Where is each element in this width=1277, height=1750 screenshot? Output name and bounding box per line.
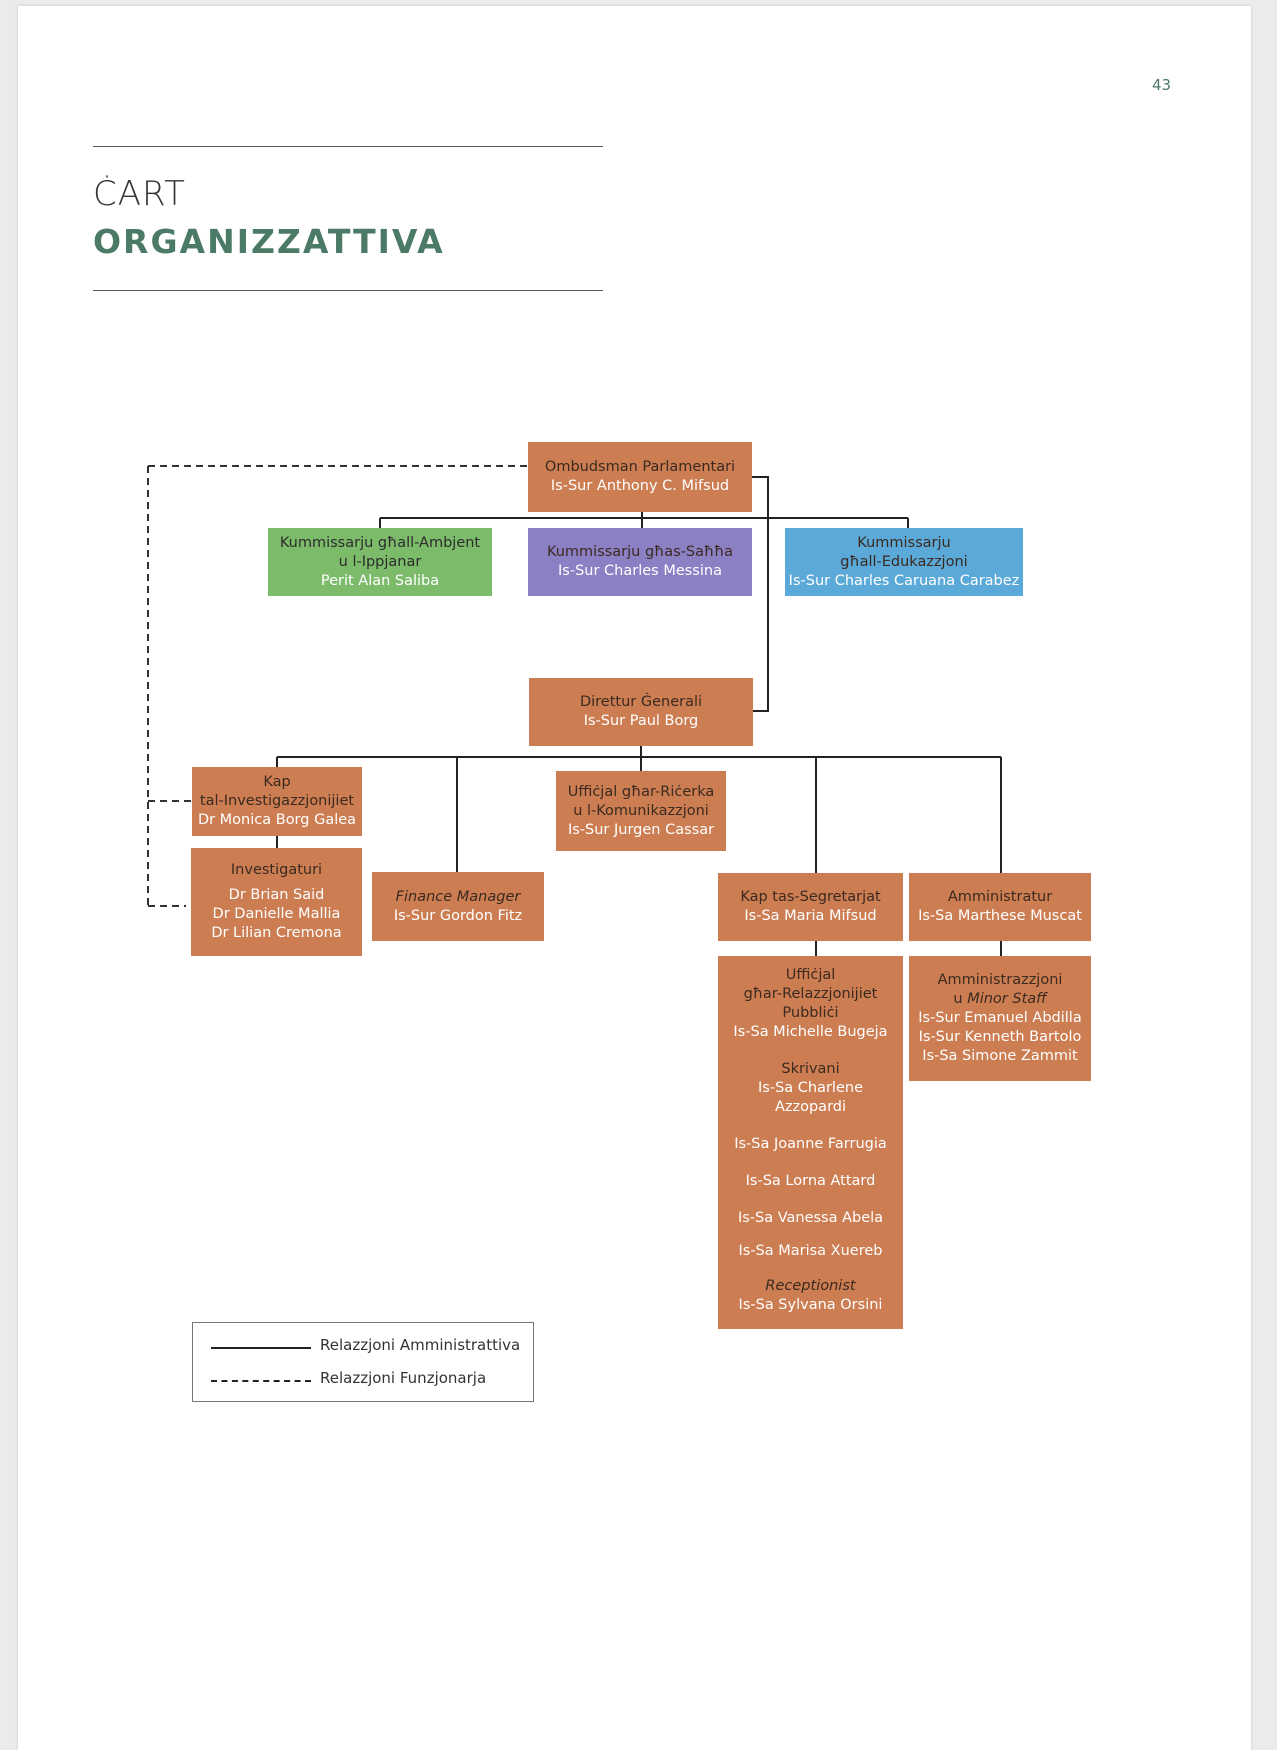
node-role: u l-Ippjanar [338,553,422,570]
node-name: Dr Danielle Mallia [212,906,341,922]
legend-dashed-line [211,1380,311,1382]
node-name: Is-Sa Marisa Xuereb [738,1243,883,1259]
node-role: għar-Relazzjonijiet [743,986,878,1002]
node-role: Uffiċjal għar-Riċerka [567,783,715,800]
node-name: Is-Sur Emanuel Abdilla [918,1010,1082,1026]
node-head-secretariat: Kap tas-Segretarjat Is-Sa Maria Mifsud [718,873,903,941]
node-role: u l-Komunikazzjoni [573,802,709,819]
title-top-rule [93,146,603,147]
node-role: Ombudsman Parlamentari [544,459,736,475]
node-director-general: Direttur Ġenerali Is-Sur Paul Borg [529,678,753,746]
node-commissioner-health: Kummissarju għas-Saħħa Is-Sur Charles Me… [528,528,752,596]
node-research-communications: Uffiċjal għar-Riċerka u l-Komunikazzjoni… [556,771,726,851]
node-name: Is-Sur Charles Messina [558,563,722,579]
node-name: Dr Lilian Cremona [211,925,342,941]
node-name: Dr Monica Borg Galea [197,812,357,828]
node-role: Pubbliċi [782,1005,839,1021]
node-role-italic: Minor Staff [967,991,1047,1007]
page-title-line1: ĊART [93,174,186,214]
node-administrator: Amministratur Is-Sa Marthese Muscat [909,873,1091,941]
legend-solid-label: Relazzjoni Amministrattiva [320,1336,521,1354]
node-head-investigations: Kap tal-Investigazzjonijiet Dr Monica Bo… [192,767,362,836]
node-role: Investigaturi [230,862,323,878]
title-bottom-rule [93,290,603,291]
node-role: Kummissarju [857,534,951,551]
node-admin-minor-staff: Amministrazzjoni u Minor Staff Is-Sur Em… [909,956,1091,1081]
node-name: Is-Sa Lorna Attard [745,1173,876,1189]
node-commissioner-education: Kummissarju għall-Edukazzjoni Is-Sur Cha… [785,528,1023,596]
node-name: Is-Sa Joanne Farrugia [734,1136,887,1152]
legend-dashed-label: Relazzjoni Funzjonarja [320,1369,487,1387]
node-role: Amministratur [947,889,1053,905]
legend: Relazzjoni Amministrattiva Relazzjoni Fu… [192,1322,534,1402]
node-name: Is-Sa Maria Mifsud [744,908,877,924]
node-name: Is-Sa Michelle Bugeja [733,1024,888,1040]
node-role: Receptionist [765,1278,856,1294]
node-role: Uffiċjal [785,967,836,983]
page-title-line2: ORGANIZZATTIVA [93,222,445,261]
node-name: Is-Sur Kenneth Bartolo [918,1029,1082,1045]
node-name: Dr Brian Said [228,887,325,903]
node-name: Is-Sa Marthese Muscat [918,908,1082,924]
node-role: għall-Edukazzjoni [840,553,968,570]
node-name: Is-Sur Jurgen Cassar [567,821,715,838]
node-role: u [953,991,968,1007]
connector-line [752,476,769,712]
node-role: Finance Manager [395,888,521,905]
node-name: Is-Sa Charlene [758,1080,863,1096]
node-name: Is-Sur Gordon Fitz [393,907,523,924]
node-name: Azzopardi [774,1099,847,1115]
node-name: Perit Alan Saliba [320,572,440,589]
node-name: Is-Sur Charles Caruana Carabez [788,572,1020,589]
node-role: Direttur Ġenerali [579,694,703,710]
node-role: tal-Investigazzjonijiet [199,793,355,809]
page-number: 43 [1152,76,1172,94]
node-name: Is-Sur Anthony C. Mifsud [550,478,730,494]
node-finance-manager: Finance Manager Is-Sur Gordon Fitz [372,872,544,941]
node-role: Kummissarju għall-Ambjent [279,534,481,551]
node-name: Is-Sa Sylvana Orsini [738,1297,883,1313]
node-role: Kap [263,774,291,790]
node-role: Kummissarju għas-Saħħa [546,544,734,560]
node-name: Is-Sa Simone Zammit [922,1048,1078,1064]
node-ombudsman: Ombudsman Parlamentari Is-Sur Anthony C.… [528,442,752,512]
node-secretariat-staff: Uffiċjal għar-Relazzjonijiet Pubbliċi Is… [718,956,903,1329]
node-name: Is-Sur Paul Borg [583,713,699,729]
node-investigators: Investigaturi Dr Brian Said Dr Danielle … [191,848,362,956]
node-name: Is-Sa Vanessa Abela [737,1210,884,1226]
node-role: Kap tas-Segretarjat [740,889,881,905]
node-role: Skrivani [781,1061,840,1077]
node-role: Amministrazzjoni [937,972,1063,988]
node-commissioner-environment: Kummissarju għall-Ambjent u l-Ippjanar P… [268,528,492,596]
legend-solid-line [211,1347,311,1349]
